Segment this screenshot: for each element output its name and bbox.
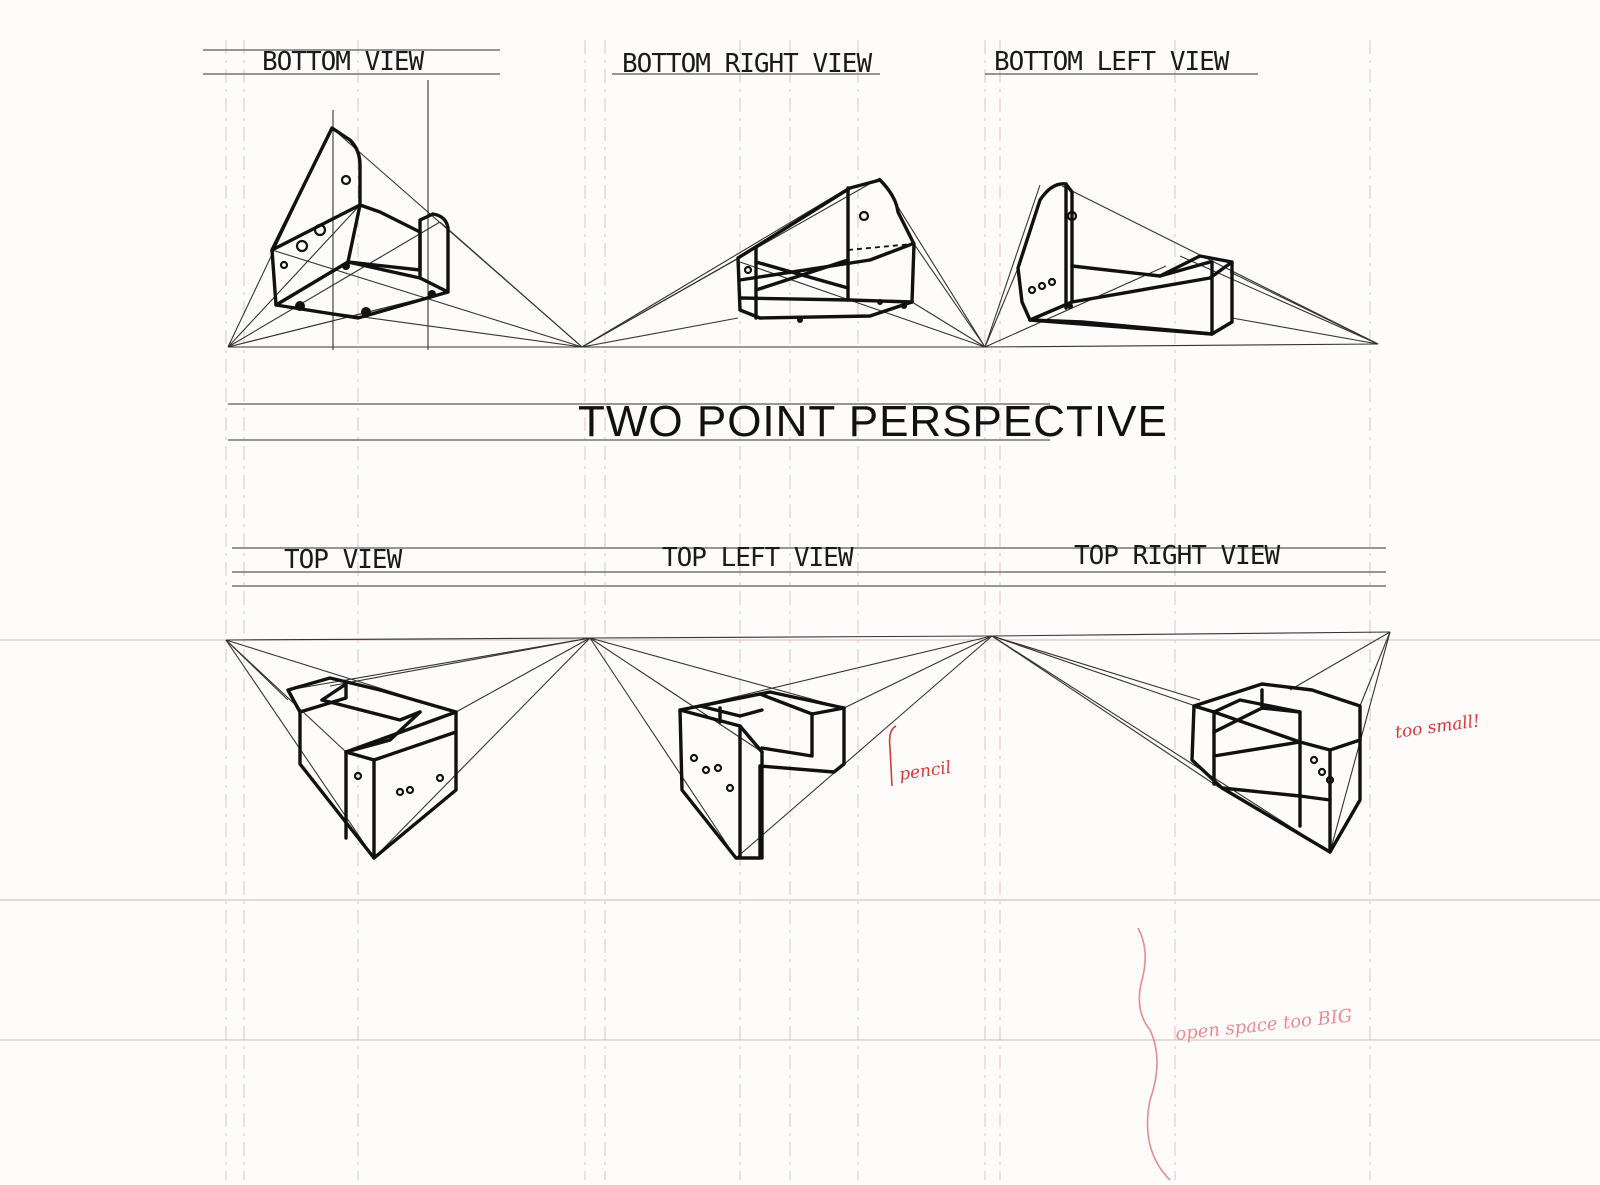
top-view-label: TOP VIEW xyxy=(284,545,403,575)
pencil-note: pencil xyxy=(898,758,953,785)
annotations: pencil too small! open space too BIG xyxy=(888,711,1481,1181)
too-small-note: too small! xyxy=(1394,711,1481,743)
top-view-drawing xyxy=(225,637,591,860)
top-right-view-drawing xyxy=(991,631,1391,854)
bottom-left-view-label: BOTTOM LEFT VIEW xyxy=(994,47,1230,77)
page-title: TWO POINT PERSPECTIVE xyxy=(578,397,1168,446)
top-left-view-drawing xyxy=(589,635,993,860)
bottom-view-drawing xyxy=(227,80,583,350)
bottom-view-label: BOTTOM VIEW xyxy=(262,47,425,77)
bottom-right-view-drawing xyxy=(581,177,986,348)
top-right-view-label: TOP RIGHT VIEW xyxy=(1074,541,1280,571)
label-rulings xyxy=(203,49,1386,587)
open-space-note: open space too BIG xyxy=(1174,1006,1353,1045)
top-left-view-label: TOP LEFT VIEW xyxy=(662,543,854,573)
bottom-left-view-drawing xyxy=(984,182,1379,348)
vertical-guides xyxy=(225,40,1371,1180)
bottom-right-view-label: BOTTOM RIGHT VIEW xyxy=(622,49,872,79)
